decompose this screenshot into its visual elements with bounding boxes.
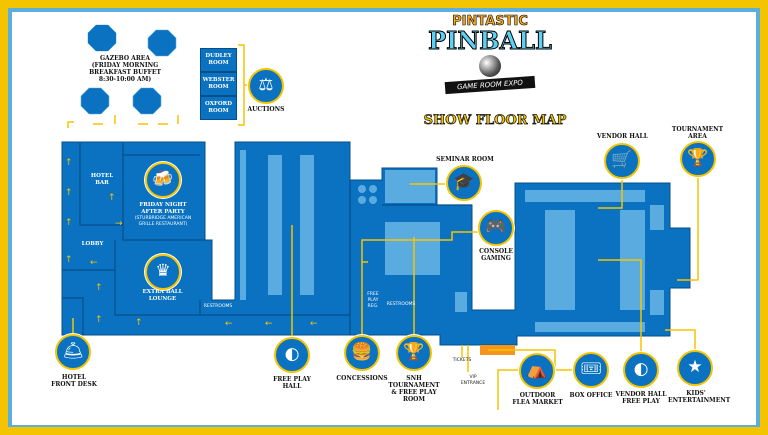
oxford-room[interactable]: OXFORD ROOM	[200, 96, 237, 120]
kids-entertainment-icon[interactable]: ★	[677, 350, 713, 386]
flea-market-icon[interactable]: ⛺	[519, 353, 555, 389]
lobby-label: LOBBY	[81, 241, 104, 247]
restrooms-label-2: RESTROOMS	[386, 302, 416, 307]
free-play-hall-icon[interactable]: ◐	[274, 337, 310, 373]
gazebo-label: GAZEBO AREA (FRIDAY MORNING BREAKFAST BU…	[89, 55, 161, 83]
logo-line3: GAME ROOM EXPO	[444, 75, 536, 95]
vendor-hall-icon[interactable]: 🛒	[604, 143, 640, 179]
box-office-icon[interactable]: 🎟	[573, 352, 609, 388]
beer-mugs-icon[interactable]: 🍻	[145, 162, 181, 198]
logo-line1: PINTASTIC	[452, 14, 528, 30]
front-desk-label: HOTEL FRONT DESK	[51, 374, 97, 388]
seminar-icon[interactable]: 🎓	[446, 165, 482, 201]
svg-text:→: →	[115, 219, 123, 229]
logo: PINTASTIC PINBALL GAME ROOM EXPO	[425, 14, 555, 106]
svg-text:↑: ↑	[65, 188, 73, 198]
hotel-bar-label: HOTEL BAR	[90, 173, 114, 186]
front-desk-icon[interactable]: 🛎	[55, 334, 91, 370]
restrooms-label: RESTROOMS	[203, 304, 233, 309]
auctions-label: AUCTIONS	[247, 106, 285, 113]
concessions-label: CONCESSIONS	[336, 375, 388, 382]
crown-ball-icon[interactable]: ♛	[145, 254, 181, 290]
logo-ball	[479, 55, 501, 77]
svg-text:←: ←	[225, 319, 233, 329]
snh-tournament-label: SNH TOURNAMENT & FREE PLAY ROOM	[388, 375, 440, 403]
page-title: SHOW FLOOR MAP	[423, 113, 567, 129]
webster-room[interactable]: WEBSTER ROOM	[200, 72, 237, 96]
vip-entrance-label: VIP ENTRANCE	[460, 375, 486, 386]
vendor-hall-label: VENDOR HALL	[597, 133, 648, 140]
flea-market-label: OUTDOOR FLEA MARKET	[512, 392, 563, 406]
svg-text:↑: ↑	[108, 193, 116, 203]
svg-text:↑: ↑	[95, 315, 103, 325]
logo-line2: PINBALL	[428, 26, 553, 55]
box-office-label: BOX OFFICE	[569, 392, 613, 399]
svg-text:←: ←	[310, 319, 318, 329]
svg-text:↑: ↑	[135, 318, 143, 328]
vendor-free-play-icon[interactable]: ◐	[623, 352, 659, 388]
extra-ball-label: EXTRA BALL LOUNGE	[142, 289, 183, 302]
snh-tournament-icon[interactable]: 🏆	[396, 335, 432, 371]
free-play-reg-label: FREE PLAY REG.	[367, 292, 379, 309]
tournament-icon[interactable]: 🏆	[680, 141, 716, 177]
dudley-room[interactable]: DUDLEY ROOM	[200, 48, 237, 72]
svg-text:←: ←	[265, 319, 273, 329]
tournament-label: TOURNAMENT AREA	[671, 126, 724, 140]
console-gaming-icon[interactable]: 🎮	[478, 210, 514, 246]
svg-text:↑: ↑	[65, 158, 73, 168]
kids-entertainment-label: KIDS' ENTERTAINMENT	[668, 390, 731, 404]
svg-text:←: ←	[90, 258, 98, 268]
concessions-icon[interactable]: 🍔	[344, 335, 380, 371]
auctions-icon[interactable]: ⚖	[248, 68, 284, 104]
svg-text:↑: ↑	[65, 255, 73, 265]
svg-text:↑: ↑	[65, 218, 73, 228]
vendor-free-play-label: VENDOR HALL FREE PLAY	[615, 391, 667, 405]
friday-sub-label: (STURBRIDGE AMERICAN GRILLE RESTAURANT)	[134, 216, 192, 227]
console-gaming-label: CONSOLE GAMING	[479, 248, 513, 262]
tickets-label: TICKETS	[452, 358, 472, 363]
free-play-hall-label: FREE PLAY HALL	[273, 376, 311, 390]
friday-label: FRIDAY NIGHT AFTER PARTY	[139, 202, 187, 215]
seminar-label: SEMINAR ROOM	[436, 156, 494, 163]
direction-arrows: ↑ ↑ ↑ ↑ ← ↑ ↑ ↑ ↑ → ← ← ←	[65, 158, 318, 329]
svg-text:↑: ↑	[95, 283, 103, 293]
